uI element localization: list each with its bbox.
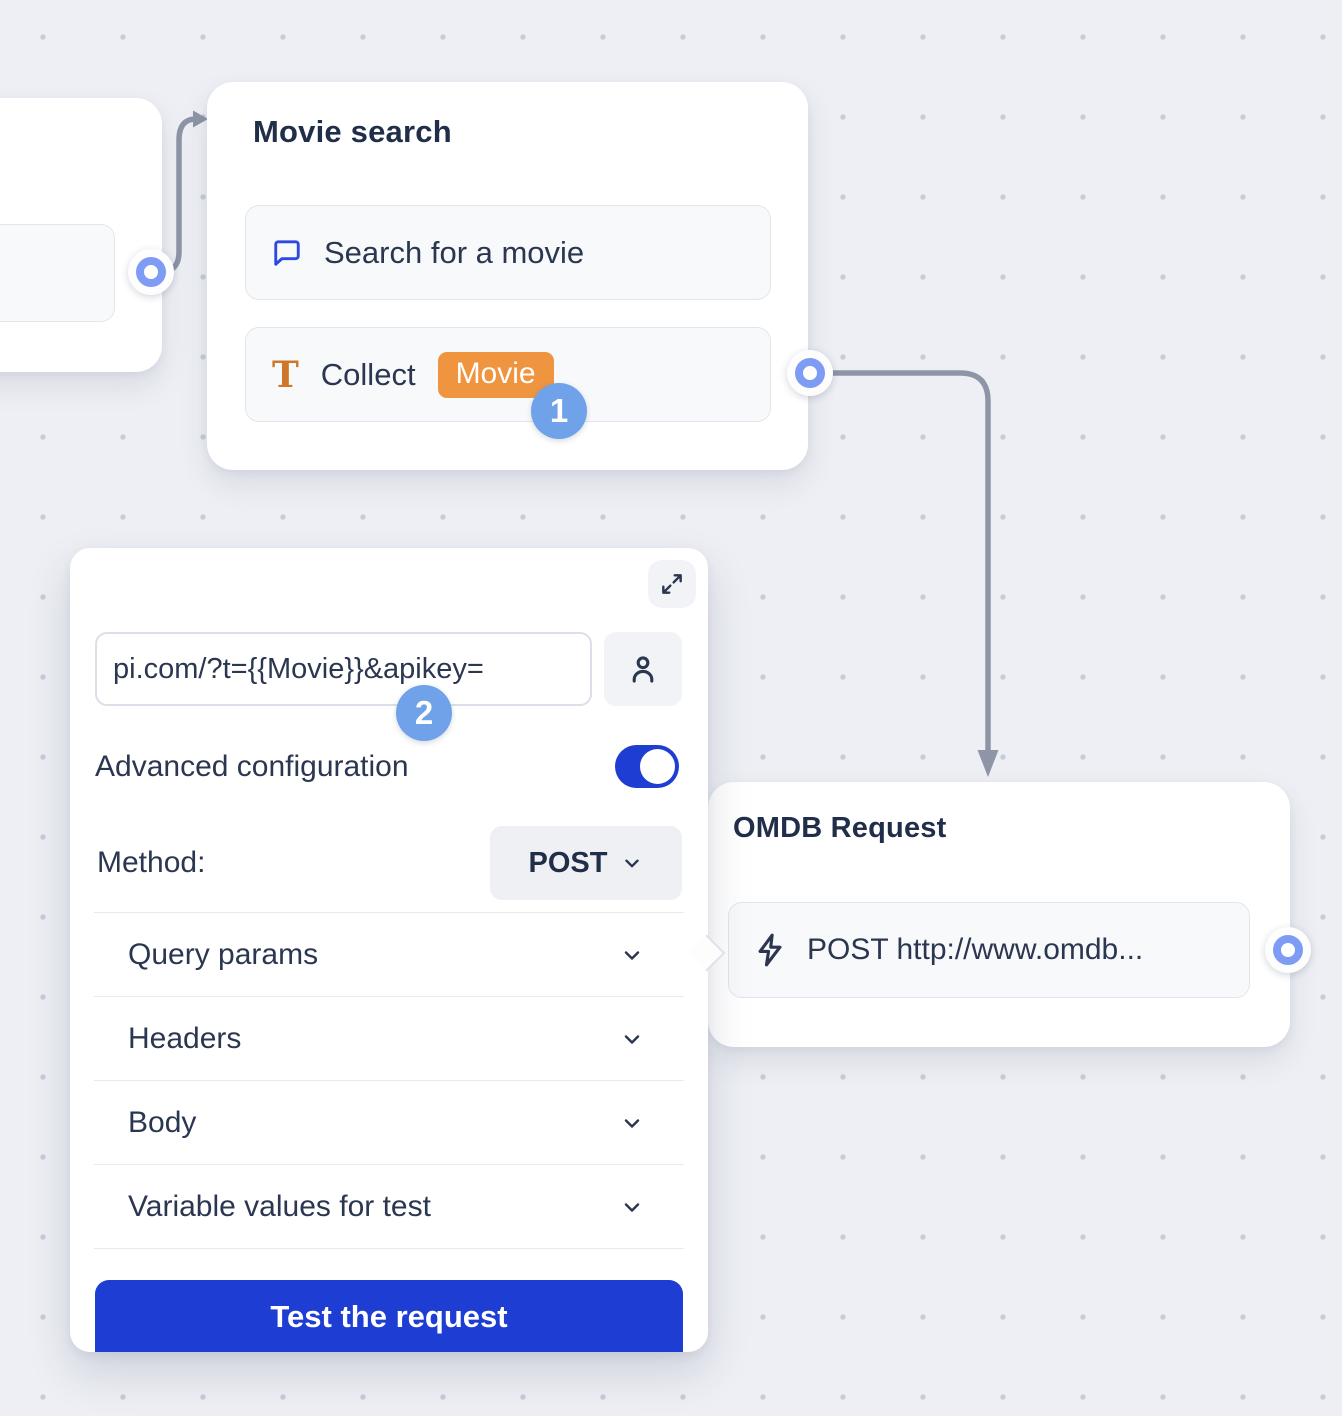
port-ring bbox=[136, 257, 166, 287]
webhook-config-panel[interactable]: pi.com/?t={{Movie}}&apikey= Advanced con… bbox=[70, 548, 708, 1352]
section-body[interactable]: Body bbox=[94, 1080, 684, 1164]
webhook-label: POST http://www.omdb... bbox=[807, 933, 1143, 967]
method-dropdown[interactable]: POST bbox=[490, 826, 682, 900]
question-block[interactable]: Search for a movie bbox=[245, 205, 771, 300]
method-value: POST bbox=[529, 847, 608, 880]
chat-bubble-icon bbox=[272, 238, 302, 268]
section-query-params[interactable]: Query params bbox=[94, 912, 684, 996]
omdb-output-port[interactable] bbox=[1265, 927, 1311, 973]
chevron-down-icon bbox=[620, 1111, 644, 1135]
left-node-item[interactable] bbox=[0, 224, 115, 322]
url-value: pi.com/?t={{Movie}}&apikey= bbox=[113, 653, 484, 686]
movie-search-output-port[interactable] bbox=[787, 350, 833, 396]
chevron-down-icon bbox=[620, 943, 644, 967]
section-label: Query params bbox=[128, 938, 318, 972]
expand-button[interactable] bbox=[648, 560, 696, 608]
method-label: Method: bbox=[97, 846, 205, 880]
section-label: Body bbox=[128, 1106, 196, 1140]
section-label: Variable values for test bbox=[128, 1190, 431, 1224]
expand-icon bbox=[659, 571, 685, 597]
port-ring bbox=[795, 358, 825, 388]
collect-block[interactable]: T Collect Movie bbox=[245, 327, 771, 422]
movie-search-node[interactable]: Movie search Search for a movie T Collec… bbox=[207, 82, 808, 470]
section-label: Headers bbox=[128, 1022, 241, 1056]
section-headers[interactable]: Headers bbox=[94, 996, 684, 1080]
lightning-icon bbox=[755, 933, 785, 967]
omdb-request-node[interactable]: OMDB Request POST http://www.omdb... bbox=[708, 782, 1290, 1047]
wire-movie-to-omdb bbox=[824, 373, 988, 751]
advanced-config-toggle[interactable] bbox=[615, 745, 679, 788]
left-node-output-port[interactable] bbox=[128, 249, 174, 295]
chevron-down-icon bbox=[620, 1195, 644, 1219]
url-input[interactable]: pi.com/?t={{Movie}}&apikey= bbox=[95, 632, 592, 706]
toggle-knob bbox=[640, 749, 675, 784]
accordion-sections: Query params Headers Body Variable value… bbox=[94, 912, 684, 1249]
wire-arrowhead-down bbox=[978, 750, 999, 777]
insert-variable-button[interactable] bbox=[604, 632, 682, 706]
node-title: OMDB Request bbox=[733, 812, 946, 845]
wire-arrowhead-right bbox=[193, 111, 208, 128]
chevron-down-icon bbox=[620, 1027, 644, 1051]
step-badge-2: 2 bbox=[396, 685, 452, 741]
advanced-config-label: Advanced configuration bbox=[95, 750, 409, 784]
section-variable-values[interactable]: Variable values for test bbox=[94, 1164, 684, 1248]
webhook-block[interactable]: POST http://www.omdb... bbox=[728, 902, 1250, 998]
collect-label: Collect bbox=[321, 357, 416, 393]
step-badge-1: 1 bbox=[531, 383, 587, 439]
variable-badge[interactable]: Movie bbox=[438, 352, 554, 398]
chevron-down-icon bbox=[621, 852, 643, 874]
test-request-button[interactable]: Test the request bbox=[95, 1280, 683, 1352]
left-node-card[interactable] bbox=[0, 98, 162, 372]
question-label: Search for a movie bbox=[324, 235, 584, 271]
user-icon bbox=[626, 652, 660, 686]
port-ring bbox=[1273, 935, 1303, 965]
wire-left-to-movie bbox=[160, 119, 196, 272]
text-collect-icon: T bbox=[272, 357, 299, 393]
node-title: Movie search bbox=[253, 114, 452, 150]
